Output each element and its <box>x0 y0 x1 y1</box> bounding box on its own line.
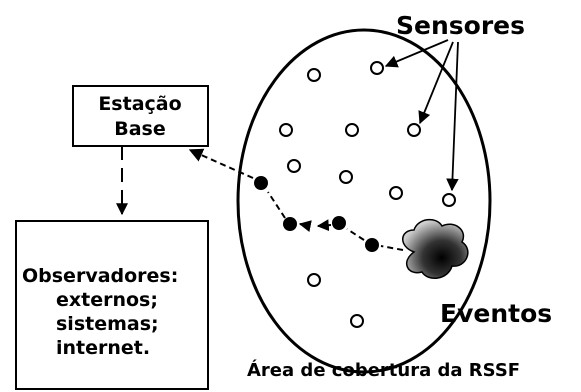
coverage-label: Área de cobertura da RSSF <box>247 359 520 381</box>
event-cloud <box>402 218 469 279</box>
sensor-nodes <box>279 61 456 328</box>
event-path-segment <box>298 220 312 233</box>
event-path-segment <box>346 228 365 241</box>
sensor-node <box>287 159 301 173</box>
sensor-pointer-arrow <box>446 41 459 192</box>
sensor-node <box>307 273 321 287</box>
sensor-node <box>279 123 293 137</box>
sensor-node <box>345 123 359 137</box>
event-relay-node <box>254 176 268 190</box>
sensor-node <box>350 314 364 328</box>
sensor-pointer-arrow <box>418 41 454 125</box>
observer-item-2: sistemas; <box>56 313 159 335</box>
sensor-node <box>407 123 421 137</box>
event-path-segment <box>316 219 332 232</box>
sensor-node <box>442 193 456 207</box>
event-relay-node <box>283 217 297 231</box>
sensor-pointer-arrows <box>384 39 459 192</box>
event-relay-node <box>332 216 346 230</box>
coverage-area <box>236 28 492 374</box>
base-station-line2: Base <box>114 118 166 140</box>
sensors-label: Sensores <box>396 11 525 40</box>
event-relay-node <box>365 238 379 252</box>
observer-item-1: externos; <box>56 289 158 311</box>
base-station-line1: Estação <box>98 93 181 115</box>
observer-item-3: internet. <box>56 337 150 359</box>
sensor-pointer-arrow <box>384 39 449 68</box>
sensor-node <box>370 61 384 75</box>
sensor-node <box>389 186 403 200</box>
base-station-box <box>72 85 209 147</box>
observers-box <box>15 220 209 390</box>
event-path-segment <box>380 245 404 251</box>
event-path-segment <box>188 148 254 179</box>
sensor-node <box>339 170 353 184</box>
observers-title: Observadores: <box>22 265 178 287</box>
event-path-segment <box>267 191 286 219</box>
events-label: Eventos <box>440 299 552 328</box>
sensor-node <box>307 68 321 82</box>
event-path <box>188 148 404 252</box>
